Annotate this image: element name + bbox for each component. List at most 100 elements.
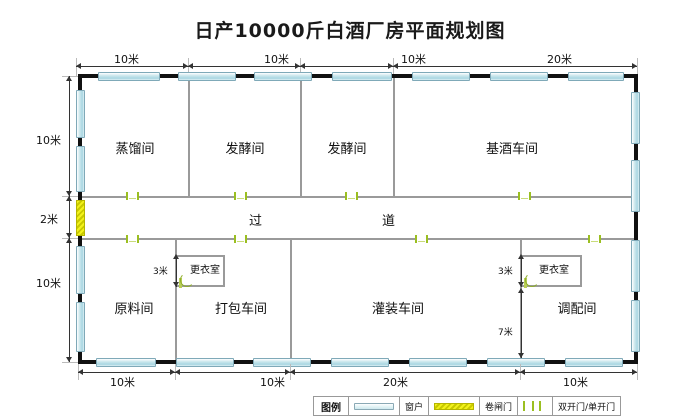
dim-top-2: 10米 [264, 53, 289, 66]
partition-bottom-1 [175, 240, 177, 360]
dim-top-3: 10米 [401, 53, 426, 66]
arrow-icon [188, 63, 193, 69]
room-label-zhengliujian: 蒸馏间 [115, 142, 155, 157]
legend-label-window: 窗户 [400, 397, 430, 415]
dimension-line [188, 66, 300, 67]
arrow-icon [66, 238, 72, 243]
roller-shutter-icon [76, 200, 85, 236]
window-icon [332, 72, 392, 81]
window-icon [176, 358, 234, 367]
page-title: 日产10000斤白酒厂房平面规划图 [194, 20, 506, 42]
dimension-line [175, 372, 290, 373]
partition-top-2 [300, 78, 302, 196]
dimension-line [78, 372, 175, 373]
roller-shutter-icon [434, 402, 475, 410]
dim-bottom-1: 10米 [110, 376, 135, 389]
corridor-wall-top [82, 196, 634, 198]
window-icon [178, 72, 236, 81]
window-icon [254, 72, 312, 81]
room-label-fajiaojian-2: 发酵间 [327, 142, 367, 157]
room-label-gengyishi-right: 更衣室 [539, 265, 569, 276]
room-label-jijiu-chejian: 基酒车间 [485, 142, 538, 157]
changeroom-left-wall-right [223, 255, 225, 287]
arrow-icon [66, 191, 72, 196]
window-icon [253, 358, 311, 367]
dimension-line [521, 256, 522, 287]
dimension-line [69, 238, 70, 362]
window-icon [412, 72, 470, 81]
window-icon [487, 358, 545, 367]
dimension-line [521, 290, 522, 358]
arrow-icon [78, 369, 83, 375]
dim-lower-right: 7米 [498, 328, 513, 338]
window-icon [98, 72, 160, 81]
single-door-icon [539, 401, 548, 411]
dimension-line [176, 256, 177, 287]
window-icon [331, 358, 389, 367]
arrow-icon [295, 63, 300, 69]
arrow-icon [518, 254, 524, 259]
window-icon [76, 90, 85, 138]
dimension-line [290, 372, 520, 373]
wall-right [634, 74, 638, 364]
arrow-icon [285, 369, 290, 375]
changeroom-right-wall-bottom [522, 285, 582, 287]
changeroom-left-wall-bottom [177, 285, 225, 287]
arrow-icon [183, 63, 188, 69]
legend-swatch-door [518, 397, 554, 415]
arrow-icon [393, 63, 398, 69]
dimension-line [76, 66, 188, 67]
legend-swatch-roller [429, 397, 481, 415]
dimension-line [520, 372, 637, 373]
corridor-label-char-2: 道 [382, 214, 396, 229]
window-icon [631, 92, 640, 144]
window-icon [96, 358, 156, 367]
arrow-icon [518, 353, 524, 358]
partition-bottom-2 [290, 240, 292, 360]
dimension-line [393, 66, 637, 67]
room-label-tiaopeijian: 调配间 [557, 302, 597, 317]
window-icon [631, 160, 640, 212]
dim-top-1: 10米 [114, 53, 139, 66]
arrow-icon [290, 369, 295, 375]
arrow-icon [170, 369, 175, 375]
dim-top-4: 20米 [547, 53, 572, 66]
door-icon [126, 192, 139, 200]
arrow-icon [76, 63, 81, 69]
window-icon [76, 302, 85, 352]
door-icon [126, 235, 139, 243]
window-icon [631, 300, 640, 352]
dim-changeroom-left: 3米 [153, 267, 168, 277]
door-swing-arc-icon [180, 273, 194, 287]
room-label-guanzhuang-chejian: 灌装车间 [371, 302, 424, 317]
dim-changeroom-right: 3米 [498, 267, 513, 277]
double-door-icon [523, 401, 535, 411]
partition-top-1 [188, 78, 190, 196]
dim-bottom-4: 10米 [563, 376, 588, 389]
changeroom-right-wall-top [522, 255, 582, 257]
arrow-icon [518, 282, 524, 287]
door-icon [345, 192, 358, 200]
room-label-yuanliaojian: 原料间 [114, 302, 154, 317]
arrow-icon [66, 196, 72, 201]
dimension-line [69, 196, 70, 238]
arrow-icon [173, 282, 179, 287]
door-icon [415, 235, 428, 243]
arrow-icon [518, 288, 524, 293]
dim-bottom-2: 10米 [260, 376, 285, 389]
dim-left-3: 10米 [36, 277, 61, 290]
legend-label-door: 双开门/单开门 [558, 402, 616, 413]
door-icon-group [523, 401, 548, 411]
window-icon [76, 246, 85, 294]
partition-top-3 [393, 78, 395, 196]
door-icon [588, 235, 601, 243]
arrow-icon [520, 369, 525, 375]
changeroom-left-wall-top [177, 255, 225, 257]
dim-left-1: 10米 [36, 134, 61, 147]
dimension-line [300, 66, 393, 67]
arrow-icon [175, 369, 180, 375]
arrow-icon [632, 369, 637, 375]
dimension-line [69, 76, 70, 196]
arrow-icon [388, 63, 393, 69]
legend-swatch-window [349, 397, 400, 415]
